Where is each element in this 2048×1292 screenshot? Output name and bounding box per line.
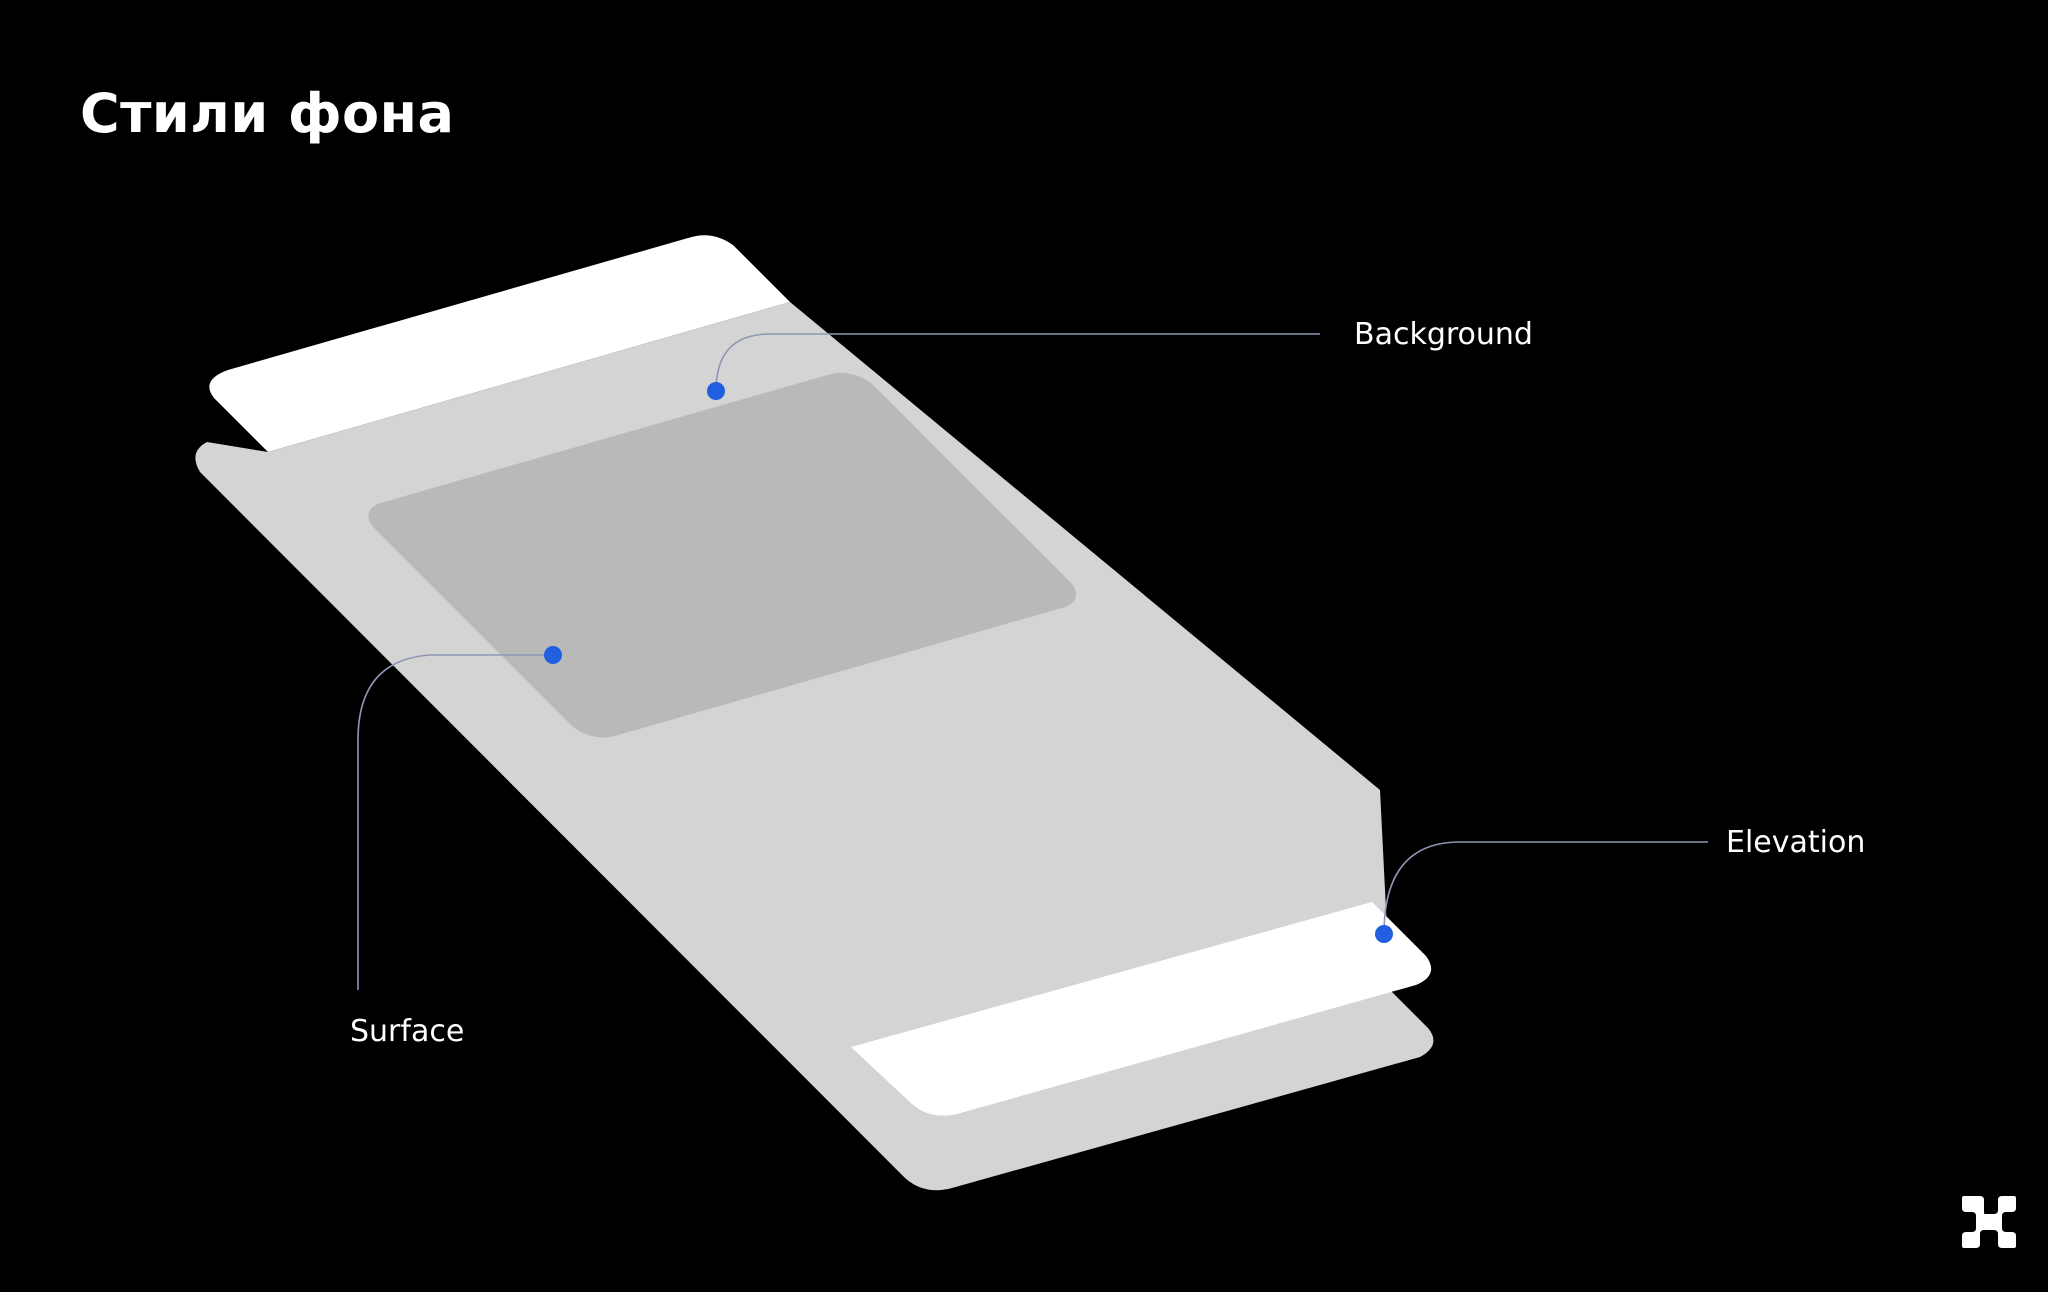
surface-label: Surface [350, 1014, 464, 1049]
elevation-leader-line [1383, 841, 1708, 935]
background-leader-line [715, 333, 1320, 392]
background-marker-dot [707, 382, 725, 400]
background-label: Background [1354, 317, 1533, 352]
surface-leader-line [357, 654, 553, 990]
page-title: Стили фона [80, 82, 455, 145]
elevation-bottom-bar [851, 902, 1432, 1116]
surface-card [368, 372, 1077, 738]
elevation-marker-dot [1375, 925, 1393, 943]
elevation-top-bar [209, 235, 791, 452]
brand-x-logo-icon [1962, 1196, 2016, 1248]
elevation-label: Elevation [1726, 825, 1865, 860]
surface-marker-dot [544, 646, 562, 664]
